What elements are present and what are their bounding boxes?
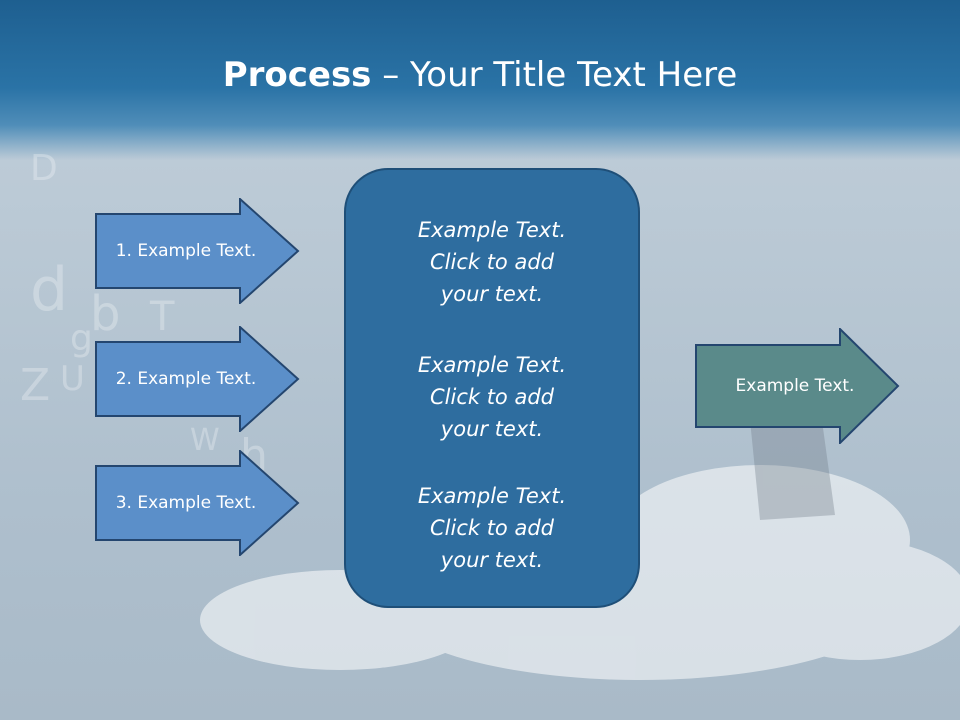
center-paragraph-3: Example Text. Click to add your text. [346, 480, 638, 576]
center-paragraph-1: Example Text. Click to add your text. [346, 214, 638, 310]
paragraph-line: Click to add [429, 516, 554, 540]
right-arrow-label: Example Text. [735, 376, 855, 396]
left-arrow-1-label: 1. Example Text. [115, 241, 257, 261]
paragraph-line: Example Text. [417, 353, 567, 377]
paragraph-line: Example Text. [417, 218, 567, 242]
paragraph-line: Click to add [429, 250, 554, 274]
left-arrow-2-label: 2. Example Text. [115, 369, 257, 389]
left-arrow-2[interactable]: 2. Example Text. [95, 326, 300, 432]
title-bar [0, 0, 960, 160]
slide-title: Process – Your Title Text Here [0, 52, 960, 98]
left-arrow-3-label: 3. Example Text. [115, 493, 257, 513]
paragraph-line: Example Text. [417, 484, 567, 508]
center-text-box[interactable]: Example Text. Click to add your text. Ex… [344, 168, 640, 608]
svg-text:d: d [30, 255, 68, 325]
svg-text:Z: Z [20, 360, 50, 411]
right-arrow[interactable]: Example Text. [695, 328, 900, 444]
arrow-shape-icon [95, 198, 300, 304]
left-arrow-1[interactable]: 1. Example Text. [95, 198, 300, 304]
paragraph-line: your text. [440, 548, 544, 572]
svg-text:U: U [60, 359, 85, 399]
arrow-shape-icon [95, 450, 300, 556]
left-arrow-3[interactable]: 3. Example Text. [95, 450, 300, 556]
title-bold: Process [222, 55, 372, 95]
center-paragraph-2: Example Text. Click to add your text. [346, 349, 638, 445]
arrow-shape-icon [695, 328, 900, 444]
arrow-shape-icon [95, 326, 300, 432]
title-rest: – Your Title Text Here [371, 55, 738, 95]
svg-text:g: g [70, 318, 93, 359]
paragraph-line: your text. [440, 282, 544, 306]
paragraph-line: your text. [440, 417, 544, 441]
paragraph-line: Click to add [429, 385, 554, 409]
